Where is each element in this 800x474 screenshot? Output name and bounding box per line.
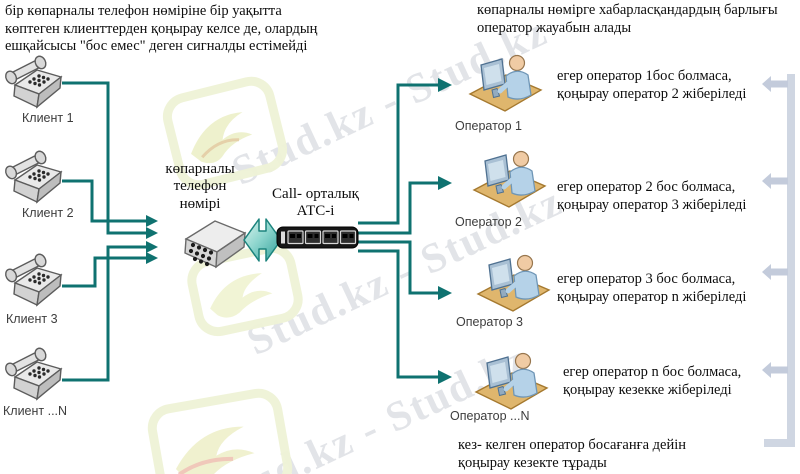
client-line-arrowheads: [146, 215, 158, 264]
client-n-label: Клиент ...N: [3, 404, 68, 418]
operator-at-computer-icon: [478, 256, 549, 312]
note-top-right: көпарналы нөмірге хабарласқандардың барл…: [477, 2, 778, 36]
desk-phone-icon: [2, 53, 62, 108]
operator-2-note: егер оператор 2 бос болмаса, қоңырау опе…: [557, 179, 747, 213]
operator-n-label: Оператор ...N: [450, 409, 530, 423]
client-1-label: Клиент 1: [22, 111, 74, 125]
operator-n-note: егер оператор n бос болмаса, қоңырау кез…: [563, 364, 742, 398]
double-headed-arrow-icon: [243, 218, 282, 262]
operator-at-computer-icon: [474, 152, 545, 208]
note-bottom: кез- келген оператор босағанға дейін қоң…: [458, 437, 686, 471]
client-3-label: Клиент 3: [6, 312, 58, 326]
operator-2-label: Оператор 2: [455, 215, 522, 229]
operator-1-note: егер оператор 1бос болмаса, қоңырау опер…: [557, 68, 747, 102]
desk-phone-icon: [2, 251, 62, 306]
operator-3-label: Оператор 3: [456, 315, 523, 329]
desk-phone-icon: [2, 148, 62, 203]
multichannel-modem-icon: [184, 220, 247, 269]
pbx-rack-icon: [276, 226, 359, 249]
pbx-label: Call- орталық АТС-і: [272, 186, 359, 220]
queue-return-arrow-icon: [762, 74, 795, 447]
desk-phone-icon: [2, 345, 62, 400]
operator-1-label: Оператор 1: [455, 119, 522, 133]
operator-at-computer-icon: [476, 354, 547, 410]
note-top-left: бір көпарналы телефон нөміріне бір уақыт…: [5, 3, 318, 55]
operator-line-arrowheads: [438, 78, 452, 384]
operator-lines: [358, 83, 438, 379]
operator-at-computer-icon: [470, 56, 541, 112]
client-2-label: Клиент 2: [22, 206, 74, 220]
client-lines: [62, 81, 146, 382]
operator-3-note: егер оператор 3 бос болмаса, қоңырау опе…: [557, 271, 747, 305]
hub-label: көпарналы телефон нөмірі: [165, 161, 235, 212]
